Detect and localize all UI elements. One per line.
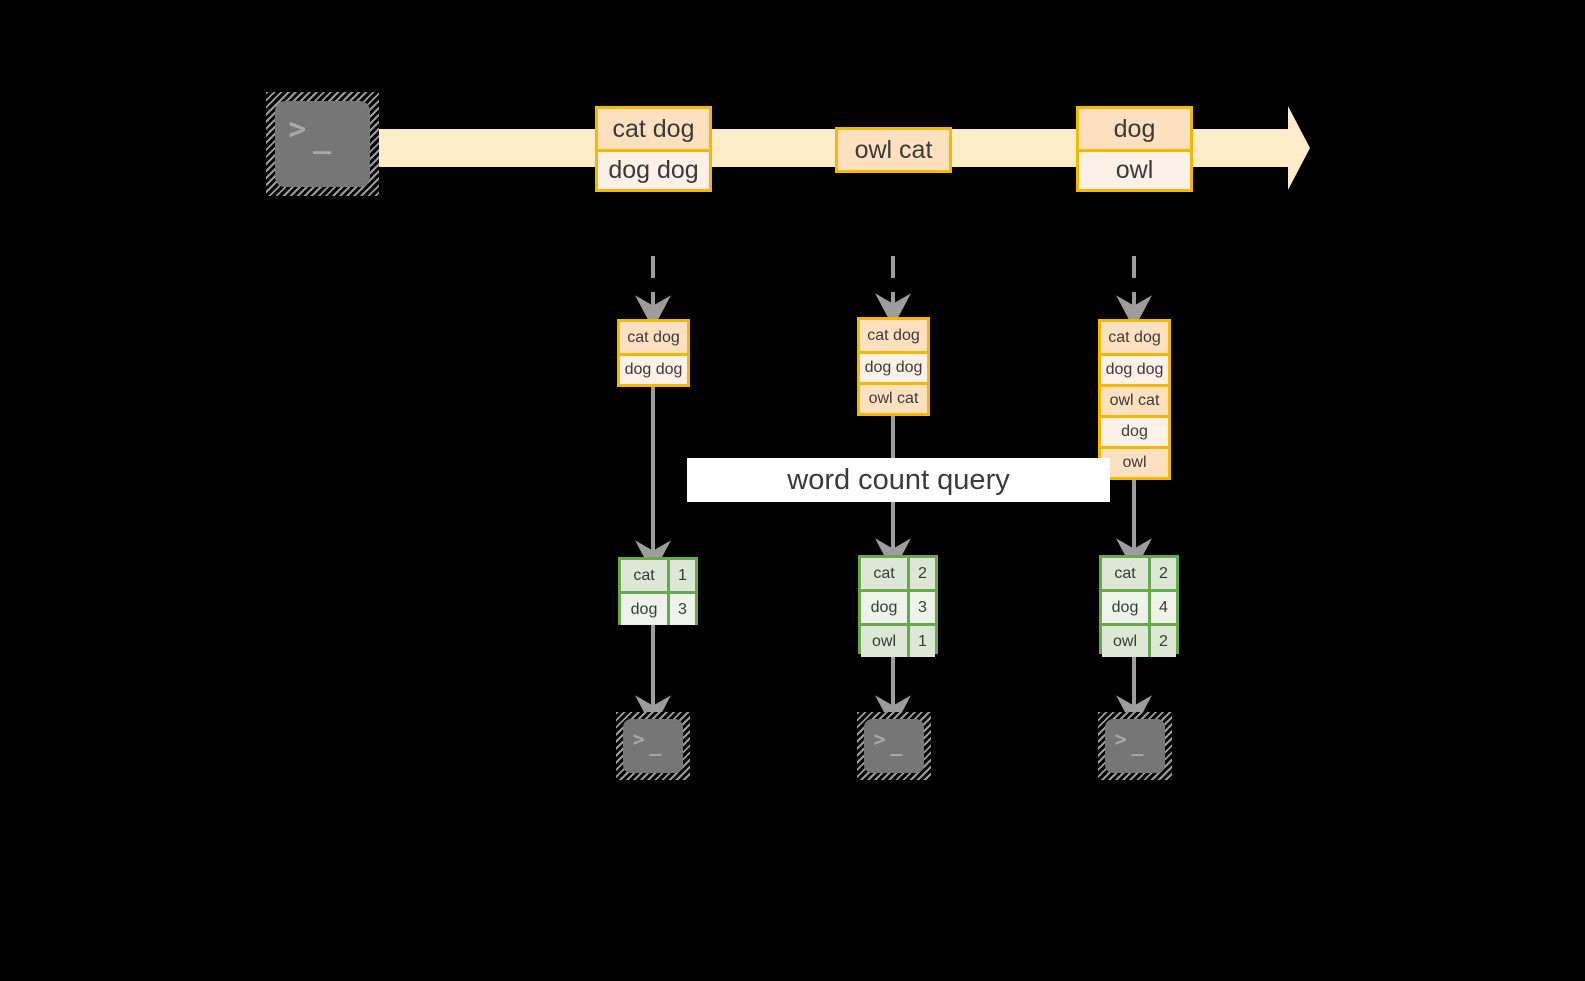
count-cell: 3 <box>667 594 695 625</box>
stream-record: owl cat <box>838 130 949 170</box>
terminal-prompt-underscore: _ <box>649 731 662 756</box>
snapshot-row: cat dog <box>1101 322 1168 353</box>
stream-event-group-2[interactable]: owl cat <box>835 127 952 173</box>
terminal-prompt-underscore: _ <box>313 120 332 156</box>
terminal-screen: > _ <box>275 101 370 187</box>
word-cell: owl <box>1102 626 1148 657</box>
table-row: cat 1 <box>621 560 695 591</box>
stream-record: dog <box>1079 109 1190 149</box>
snapshot-row: cat dog <box>620 322 687 353</box>
table-row: dog 3 <box>621 591 695 625</box>
snapshot-row: owl cat <box>860 382 927 413</box>
terminal-screen: > _ <box>623 719 683 773</box>
sink-terminal-icon-1[interactable]: > _ <box>616 712 690 780</box>
snapshot-row: owl cat <box>1101 384 1168 415</box>
query-banner: word count query <box>687 458 1110 502</box>
snapshot-3-stack[interactable]: cat dog dog dog owl cat dog owl <box>1098 319 1171 480</box>
table-row: dog 4 <box>1102 589 1176 623</box>
stream-record: dog dog <box>598 149 709 189</box>
count-cell: 1 <box>667 560 695 591</box>
word-cell: owl <box>861 626 907 657</box>
word-cell: cat <box>621 560 667 591</box>
snapshot-row: dog dog <box>620 353 687 384</box>
terminal-prompt-underscore: _ <box>890 731 903 756</box>
sink-terminal-icon-2[interactable]: > _ <box>857 712 931 780</box>
snapshot-2-stack[interactable]: cat dog dog dog owl cat <box>857 317 930 416</box>
count-cell: 2 <box>1148 626 1176 657</box>
word-cell: dog <box>1102 592 1148 623</box>
terminal-prompt-chevron: > <box>288 111 307 147</box>
table-row: owl 2 <box>1102 623 1176 657</box>
source-terminal-icon[interactable]: > _ <box>266 92 379 196</box>
terminal-prompt-chevron: > <box>1114 726 1127 751</box>
count-cell: 2 <box>907 558 935 589</box>
stream-event-group-1[interactable]: cat dog dog dog <box>595 106 712 192</box>
terminal-screen: > _ <box>1105 719 1165 773</box>
stream-arrow <box>372 106 1310 190</box>
terminal-prompt-chevron: > <box>632 726 645 751</box>
table-row: owl 1 <box>861 623 935 657</box>
snapshot-row: owl <box>1101 446 1168 477</box>
count-cell: 3 <box>907 592 935 623</box>
stream-event-group-3[interactable]: dog owl <box>1076 106 1193 192</box>
snapshot-row: cat dog <box>860 320 927 351</box>
table-row: cat 2 <box>861 558 935 589</box>
query-banner-label: word count query <box>787 463 1010 496</box>
table-row: cat 2 <box>1102 558 1176 589</box>
snapshot-row: dog dog <box>1101 353 1168 384</box>
word-cell: cat <box>861 558 907 589</box>
word-cell: dog <box>861 592 907 623</box>
sink-terminal-icon-3[interactable]: > _ <box>1098 712 1172 780</box>
count-cell: 1 <box>907 626 935 657</box>
wordcount-table-1[interactable]: cat 1 dog 3 <box>618 557 698 625</box>
wordcount-table-3[interactable]: cat 2 dog 4 owl 2 <box>1099 555 1179 657</box>
snapshot-row: dog dog <box>860 351 927 382</box>
snapshot-row: dog <box>1101 415 1168 446</box>
stream-record: cat dog <box>598 109 709 149</box>
stream-record: owl <box>1079 149 1190 189</box>
count-cell: 2 <box>1148 558 1176 589</box>
table-row: dog 3 <box>861 589 935 623</box>
snapshot-1-stack[interactable]: cat dog dog dog <box>617 319 690 387</box>
word-cell: dog <box>621 594 667 625</box>
count-cell: 4 <box>1148 592 1176 623</box>
terminal-prompt-underscore: _ <box>1131 731 1144 756</box>
terminal-screen: > _ <box>864 719 924 773</box>
terminal-prompt-chevron: > <box>873 726 886 751</box>
wordcount-table-2[interactable]: cat 2 dog 3 owl 1 <box>858 555 938 657</box>
word-cell: cat <box>1102 558 1148 589</box>
